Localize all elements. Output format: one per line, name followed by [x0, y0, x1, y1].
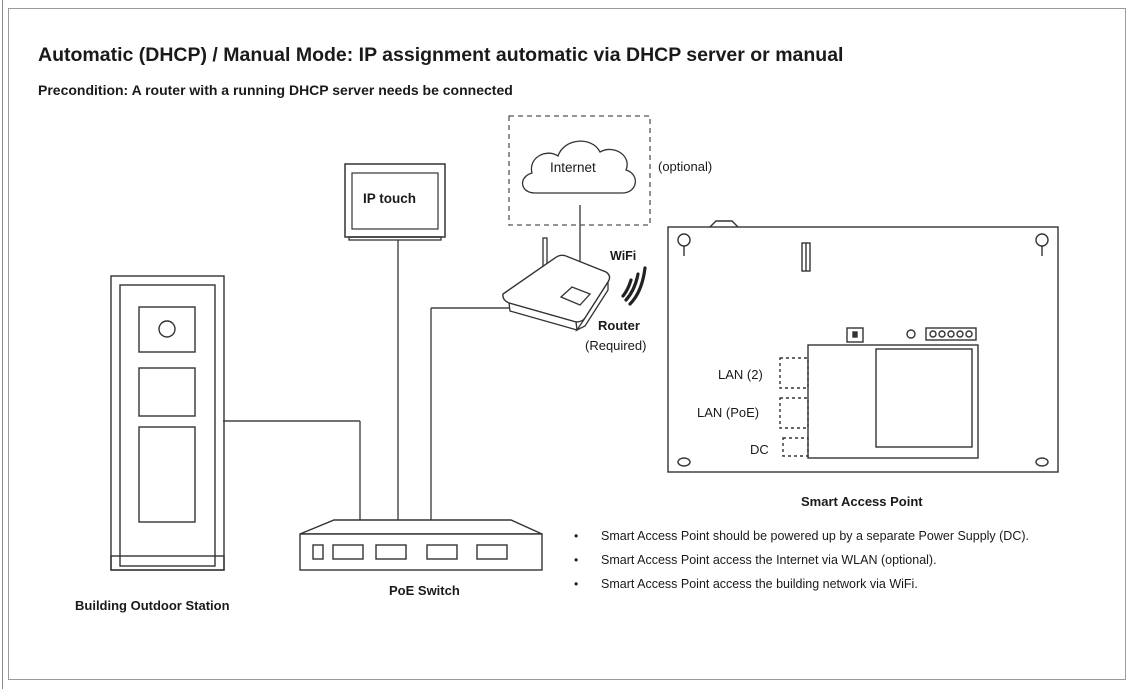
outdoor-station-icon	[110, 275, 225, 571]
page-subtitle: Precondition: A router with a running DH…	[38, 82, 513, 98]
wifi-signal-icon	[621, 266, 647, 306]
left-edge-line	[2, 0, 3, 689]
internet-label: Internet	[550, 160, 596, 175]
note-item: Smart Access Point should be powered up …	[574, 528, 1029, 552]
router-icon	[502, 237, 611, 332]
notes-list: Smart Access Point should be powered up …	[574, 528, 1029, 600]
note-item: Smart Access Point access the Internet v…	[574, 552, 1029, 576]
internet-cloud-icon	[508, 115, 651, 226]
smart-access-point-label: Smart Access Point	[801, 494, 923, 509]
outdoor-station-label: Building Outdoor Station	[75, 598, 230, 613]
ip-touch-monitor-icon	[344, 163, 446, 241]
poe-switch-icon	[299, 519, 543, 571]
port-label-lan2: LAN (2)	[718, 367, 763, 382]
ip-touch-label: IP touch	[363, 191, 417, 206]
router-label: Router	[598, 318, 640, 333]
router-required-note: (Required)	[585, 338, 647, 353]
wifi-label: WiFi	[610, 249, 637, 263]
smart-access-point-board-icon	[667, 220, 1059, 473]
diagram-frame	[8, 8, 1126, 680]
poe-switch-label: PoE Switch	[389, 583, 460, 598]
page-title: Automatic (DHCP) / Manual Mode: IP assig…	[38, 44, 844, 66]
note-item: Smart Access Point access the building n…	[574, 576, 1029, 600]
internet-optional-note: (optional)	[658, 159, 713, 174]
connection-lines	[223, 205, 581, 533]
port-label-lan-poe: LAN (PoE)	[697, 405, 760, 420]
port-label-dc: DC	[750, 442, 769, 457]
